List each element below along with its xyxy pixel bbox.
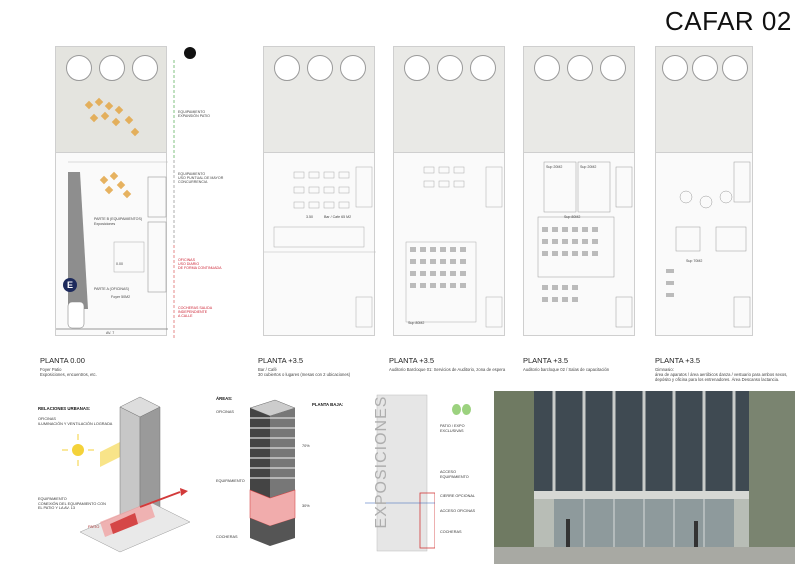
planta-baja-section bbox=[365, 394, 435, 552]
plan-bar: Bar / Cafe 65 M2 3.50 bbox=[263, 46, 376, 336]
label-parte-b: PARTE B (EQUIPAMIENTOS) bbox=[94, 217, 143, 221]
tree-3 bbox=[722, 55, 748, 81]
bar-floor-drawing bbox=[264, 166, 376, 328]
plan-desc-4: Auditorio barcloque 02 / Salas de capaci… bbox=[523, 367, 610, 372]
auditorio-2-drawing bbox=[537, 161, 633, 328]
zone-divider-lines bbox=[173, 60, 175, 340]
tree-3 bbox=[600, 55, 626, 81]
facade-render-image bbox=[494, 391, 795, 564]
tree-1 bbox=[66, 55, 92, 81]
relaciones-oficinas: OFICINAS ILUMINACIÓN Y VENTILACIÓN LOGRA… bbox=[38, 417, 113, 426]
label-level: 0.00 bbox=[116, 262, 123, 266]
plan-title-2: PLANTA +3.5 bbox=[258, 356, 304, 365]
sheet-title: CAFAR 02 bbox=[665, 6, 792, 36]
label-sup: Sup 70M2 bbox=[686, 259, 703, 263]
tree-1 bbox=[662, 55, 688, 81]
label-street: AV. 7 bbox=[106, 331, 115, 335]
tree-3 bbox=[470, 55, 496, 81]
plan-title-5: PLANTA +3.5 bbox=[655, 356, 701, 365]
areas-pct-1: 70% bbox=[302, 444, 310, 448]
plan-desc-5: Gimnasio: área de aparatos / área aeróbi… bbox=[655, 367, 788, 382]
plan-desc-3: Auditorio Barcloque 01: Servicios de Aud… bbox=[389, 367, 506, 372]
tree-1 bbox=[534, 55, 560, 81]
tree-1 bbox=[274, 55, 300, 81]
areas-cocheras: COCHERAS bbox=[216, 535, 238, 539]
planta-baja-cierre: CIERRE OPCIONAL bbox=[440, 494, 476, 498]
plan-auditorio-1: Sup 80M2 bbox=[393, 46, 505, 336]
planta-baja-patio: PATIO / EXPO EXCLUSIVAS bbox=[440, 424, 465, 433]
tree-2 bbox=[567, 55, 593, 81]
label-sup: Sup 80M2 bbox=[408, 321, 425, 325]
gimnasio-drawing bbox=[666, 161, 751, 328]
relaciones-heading: RELACIONES URBANAS: bbox=[38, 406, 91, 411]
label-cocheras: COCHERAS SALIDA INDEPENDIENTE A CALLE bbox=[178, 306, 213, 319]
label-oficinas: OFICINAS USO DIARIO DE FORMA CONTINUADA bbox=[178, 258, 222, 271]
areas-heading: ÁREAS: bbox=[216, 396, 233, 401]
plan-title-4: PLANTA +3.5 bbox=[523, 356, 569, 365]
areas-pct-2: 30% bbox=[302, 504, 310, 508]
label-bar: Bar / Cafe 65 M2 bbox=[324, 215, 352, 219]
plan-title-1: PLANTA 0.00 bbox=[40, 356, 85, 365]
label-sup-3: Sup 80M2 bbox=[564, 215, 581, 219]
entrance-marker: E bbox=[63, 278, 77, 292]
tree-2 bbox=[99, 55, 125, 81]
label-sup-1: Sup 20M2 bbox=[546, 165, 563, 169]
tree-2 bbox=[437, 55, 463, 81]
plan-ground-floor: PARTE B (EQUIPAMIENTOS) Exposiciones 0.0… bbox=[55, 46, 168, 336]
facade-render-drawing bbox=[494, 391, 795, 564]
planta-baja-acceso-ofic: ACCESO OFICINAS bbox=[440, 509, 476, 513]
label-foyer: Foyer 50M2 bbox=[111, 295, 131, 299]
tree-1 bbox=[404, 55, 430, 81]
planta-baja-acceso-equip: ACCESO EQUIPAMIENTO bbox=[440, 470, 469, 479]
ground-floor-drawing bbox=[56, 97, 168, 330]
label-equip-uso: EQUIPAMIENTO USO PUNTUAL DE MAYOR CONCUR… bbox=[178, 172, 224, 185]
areas-oficinas: OFICINAS bbox=[216, 410, 234, 414]
areas-equipamiento: EQUIPAMIENTO bbox=[216, 479, 245, 483]
plan-desc-2: Bar / Café 30 cubiertos o lugares (mesas… bbox=[258, 367, 351, 377]
planta-baja-vertical-text: EXPOSICIONES bbox=[373, 395, 390, 529]
plan-title-3: PLANTA +3.5 bbox=[389, 356, 435, 365]
tree-icon bbox=[462, 404, 471, 415]
areas-axonometric bbox=[249, 399, 296, 546]
north-arrow-icon bbox=[184, 47, 196, 59]
label-exposiciones: Exposiciones bbox=[94, 222, 116, 226]
relaciones-equipamiento: EQUIPAMIENTO CONEXIÓN DEL EQUIPAMIENTO C… bbox=[38, 497, 106, 510]
planta-baja-cocheras: COCHERAS bbox=[440, 530, 462, 534]
label-parte-a: PARTE A (OFICINAS) bbox=[94, 287, 130, 291]
label-sup-2: Sup 20M2 bbox=[580, 165, 597, 169]
plan-gimnasio: Sup 70M2 bbox=[655, 46, 753, 336]
tree-icon bbox=[452, 404, 461, 415]
planta-baja-heading: PLANTA BAJA: bbox=[312, 402, 344, 407]
relaciones-axonometric bbox=[62, 396, 191, 553]
label-equip-patio: EQUIPAMIENTO EXPANSIÓN PATIO bbox=[178, 110, 210, 119]
plan-desc-1: Foyer Patio Exposiciones, encuentros, et… bbox=[40, 367, 97, 377]
label-level: 3.50 bbox=[306, 215, 313, 219]
plan-auditorio-2: Sup 20M2 Sup 20M2 Sup 80M2 bbox=[523, 46, 635, 336]
tree-2 bbox=[692, 55, 718, 81]
auditorio-1-drawing bbox=[405, 166, 503, 328]
tree-3 bbox=[340, 55, 366, 81]
relaciones-patio: PATIO bbox=[88, 524, 100, 529]
tree-3 bbox=[132, 55, 158, 81]
tree-2 bbox=[307, 55, 333, 81]
